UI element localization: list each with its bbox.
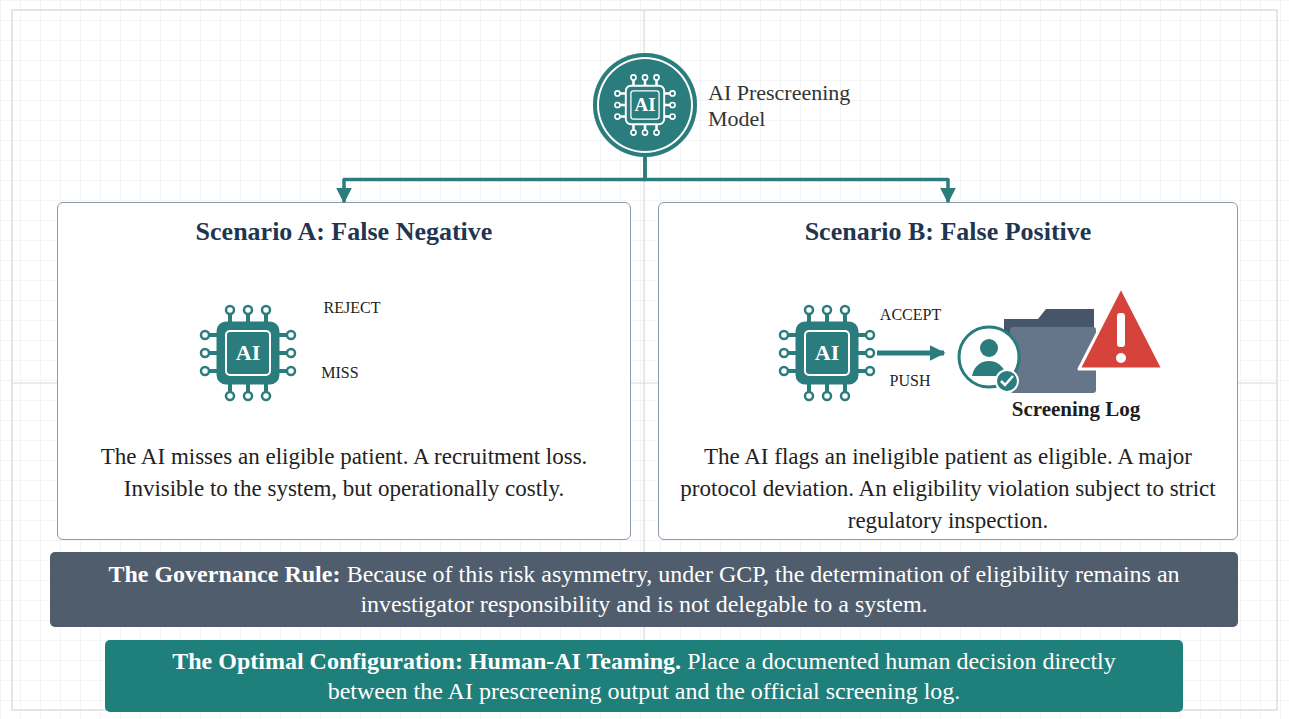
icon-label: AI [593, 53, 697, 157]
chip-icon: AI [777, 303, 877, 403]
chip-pin-end [841, 392, 849, 400]
chip-pin-end [615, 102, 620, 107]
teaming-band: The Optimal Configuration: Human-AI Team… [105, 640, 1183, 712]
chip-pin-end [654, 130, 659, 135]
chip-pin-end [201, 331, 209, 339]
chip-pin-end [287, 367, 295, 375]
model-icon: AIAI Prescreening Model [593, 53, 697, 157]
chip-pin-end [642, 75, 647, 80]
chip-pin-end [244, 306, 252, 314]
chip-pin-end [670, 102, 675, 107]
panel-body: The AI flags an ineligible patient as el… [676, 441, 1220, 538]
chip-pin-end [670, 91, 675, 96]
warning-bar [1117, 313, 1125, 347]
chip-pin-end [262, 392, 270, 400]
edge-label: ACCEPT [851, 305, 971, 324]
chip-pin-end [780, 367, 788, 375]
flow-arrow [344, 157, 645, 202]
screening-log: Screening Log [944, 281, 1174, 421]
chip-pin-end [244, 392, 252, 400]
chip-label: AI [198, 303, 298, 403]
action-label: REJECT [312, 298, 392, 317]
chip-pin-end [287, 331, 295, 339]
governance-band: The Governance Rule: Because of this risk… [50, 552, 1238, 627]
check-badge [996, 370, 1018, 392]
chip-pin-end [866, 331, 874, 339]
chip-pin-end [631, 130, 636, 135]
frame [12, 10, 1277, 710]
action-label: MISS [300, 363, 380, 382]
chip-pin-end [805, 392, 813, 400]
chip-pin-end [287, 349, 295, 357]
node-caption: AI Prescreening Model [708, 80, 893, 133]
chip-pin-end [780, 331, 788, 339]
band-heading: The Optimal Configuration: Human-AI Team… [172, 648, 681, 674]
chip-pin-end [805, 306, 813, 314]
chip-pin-end [866, 367, 874, 375]
panel-body: The AI misses an eligible patient. A rec… [75, 441, 613, 505]
investigator-icon [959, 327, 1019, 387]
chip-pin-end [201, 349, 209, 357]
chip-pin-end [226, 392, 234, 400]
chip-pin-end [670, 114, 675, 119]
chip-pin-end [262, 306, 270, 314]
chip-icon: AI [198, 303, 298, 403]
chip-pin-end [615, 91, 620, 96]
chip-pin-end [823, 306, 831, 314]
chip-pin-end [841, 306, 849, 314]
chip-pin-end [201, 367, 209, 375]
chip-pin-end [654, 75, 659, 80]
check-mark [1001, 376, 1013, 385]
scenario-panel: Scenario B: False PositiveThe AI flags a… [658, 202, 1238, 540]
warning-dot [1116, 353, 1126, 363]
investigator-head [980, 339, 998, 357]
chip-label: AI [777, 303, 877, 403]
chip-pin-end [615, 114, 620, 119]
band-text: Because of this risk asymmetry, under GC… [347, 561, 1180, 617]
chip-pin-end [631, 75, 636, 80]
chip-pin-end [642, 130, 647, 135]
panel-title: Scenario A: False Negative [58, 216, 630, 247]
chip-pin-end [780, 349, 788, 357]
chip-pin-end [226, 306, 234, 314]
warning-triangle [1079, 287, 1163, 369]
band-heading: The Governance Rule: [108, 561, 340, 587]
chip-pin-end [823, 392, 831, 400]
action-label: PUSH [870, 371, 950, 390]
chip-pin-end [866, 349, 874, 357]
panel-title: Scenario B: False Positive [659, 216, 1237, 247]
log-caption: Screening Log [971, 397, 1181, 422]
flow-arrow [645, 157, 948, 202]
